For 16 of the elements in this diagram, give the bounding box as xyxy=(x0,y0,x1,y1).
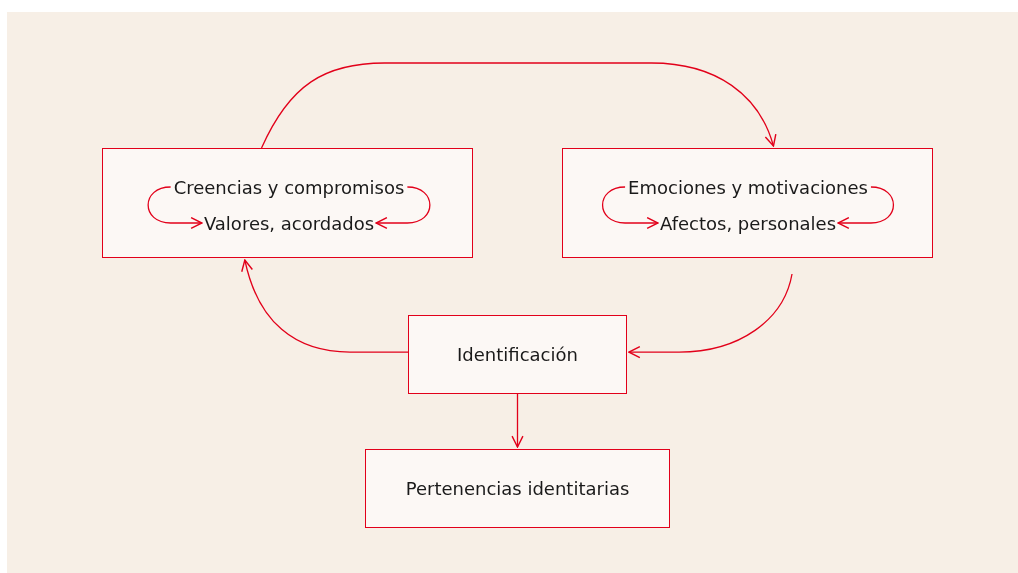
group-box xyxy=(102,148,473,258)
arrow xyxy=(837,186,895,230)
group-box xyxy=(562,148,933,258)
process-box: Identificación xyxy=(408,315,627,394)
process-box: Pertenencias identitarias xyxy=(365,449,670,528)
node-label: Creencias y compromisos xyxy=(173,176,405,198)
arrow xyxy=(375,186,431,230)
arrow xyxy=(628,273,793,359)
node-label: Afectos, personales xyxy=(659,212,837,234)
arrow xyxy=(601,186,659,230)
arrow xyxy=(511,393,524,448)
node-label: Emociones y motivaciones xyxy=(628,176,868,198)
node-label: Valores, acordados xyxy=(203,212,375,234)
arrow xyxy=(147,186,203,230)
arrow xyxy=(241,259,409,353)
arrow xyxy=(260,62,776,149)
